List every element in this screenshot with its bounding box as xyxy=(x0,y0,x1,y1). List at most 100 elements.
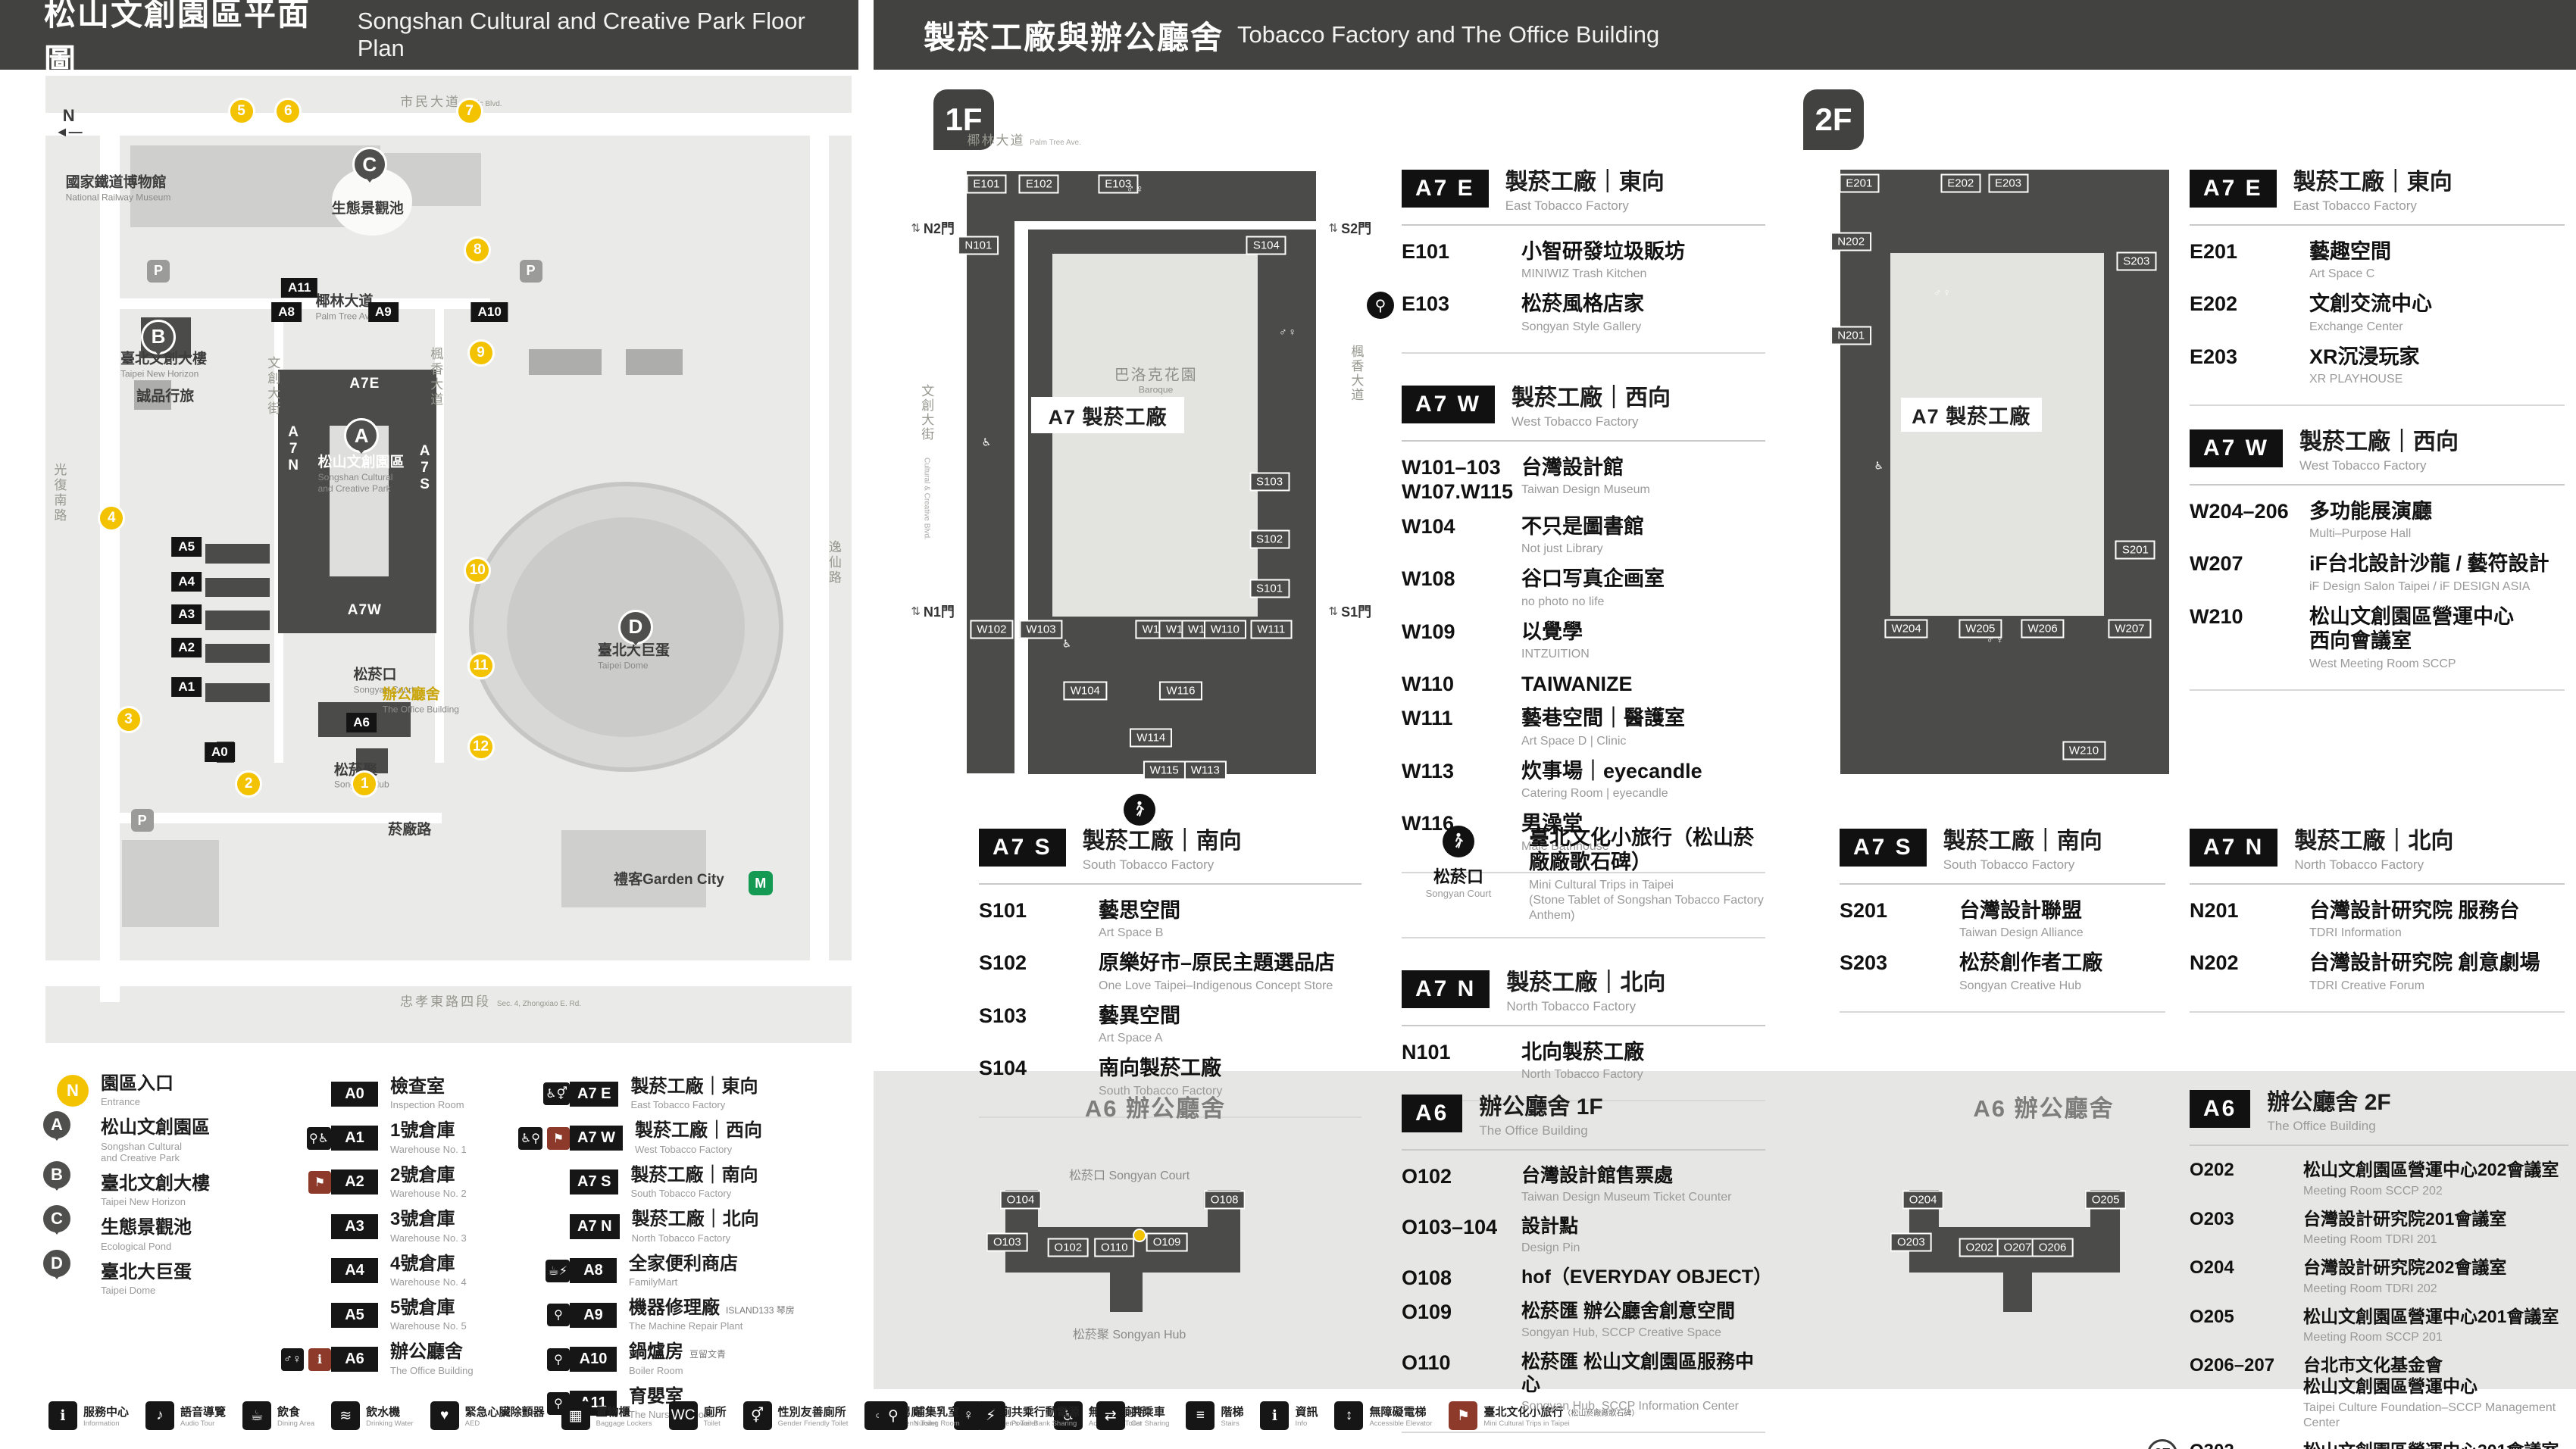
street-label: 文創大街 xyxy=(263,356,282,417)
place-label: 松山文創園區 Songshan Cultural and Creative Pa… xyxy=(318,454,405,495)
gate-label: ⇅S2門 xyxy=(1328,221,1372,237)
compass-arrow-icon: ◄— xyxy=(55,124,83,140)
room-code: O110 xyxy=(1402,1351,1451,1375)
warehouse-1-building xyxy=(205,682,270,703)
facility-item: WC 廁所 Toilet xyxy=(668,1401,727,1430)
legend-area-row: A 松山文創園區 Songshan Cultural and Creative … xyxy=(41,1109,307,1163)
legend-icon-gutter: ☕⚡ xyxy=(500,1259,570,1282)
legend-zh: 機器修理廠 xyxy=(629,1297,720,1318)
legend-building-row: ⚲ A10 鍋爐房豆留文青 Boiler Room xyxy=(500,1342,833,1376)
building-code-badge: A8 xyxy=(570,1258,617,1284)
facility-en: Toilet xyxy=(703,1419,721,1428)
map-label-box-1 xyxy=(529,349,602,375)
room-code: W110 xyxy=(1402,672,1455,695)
room-name-en: TDRI Information xyxy=(2309,926,2402,940)
facility-item: ℹ 服務中心 Information xyxy=(48,1401,129,1430)
facility-zh: 資訊 xyxy=(1295,1406,1318,1419)
street-label-zh: 忠孝東路四段 xyxy=(400,995,492,1010)
right-header: 製菸工廠與辦公廳舍 Tobacco Factory and The Office… xyxy=(874,0,2576,70)
room-name-zh: 台灣設計聯盟 xyxy=(1959,899,2082,922)
plan-room: W114 xyxy=(1130,728,1173,748)
facility-zh: 飲食 xyxy=(277,1406,301,1419)
left-title-zh: 松山文創園區平面圖 xyxy=(44,0,311,78)
section-2f-a7n: A7 N 製菸工廠｜北向 North Tobacco Factory N201 … xyxy=(2190,822,2565,1013)
facility-item: ℹ 資訊 Info xyxy=(1260,1401,1318,1430)
plan-room: E103 xyxy=(1098,174,1139,194)
place-label: 菸廠路 xyxy=(388,821,431,839)
left-header: 松山文創園區平面圖 Songshan Cultural and Creative… xyxy=(0,0,858,78)
a6-center-stub xyxy=(2002,1272,2033,1312)
legend-icon-gutter: ♿⚥ xyxy=(500,1082,570,1106)
legend-en: South Tobacco Factory xyxy=(630,1188,732,1200)
road-civic-blvd xyxy=(45,112,852,136)
room-name-en: Meeting Room SCCP 201 xyxy=(2303,1331,2443,1344)
plan-room: S104 xyxy=(1246,236,1286,255)
facility-item: ≋ 飲水機 Drinking Water xyxy=(331,1401,414,1430)
room-list-item: E203 XR沉浸玩家 XR PLAYHOUSE xyxy=(2190,345,2565,387)
section-title-zh: 製菸工廠｜西向 xyxy=(2299,429,2459,454)
legend-zh: 生態景觀池 xyxy=(101,1217,192,1238)
plan-room: N202 xyxy=(1830,232,1872,251)
facility-icon: ♿⚥ xyxy=(543,1082,570,1106)
legend-en: The Office Building xyxy=(390,1364,474,1376)
right-title-en: Tobacco Factory and The Office Building xyxy=(1237,21,1660,48)
room-code: O206–207 xyxy=(2190,1355,2275,1376)
facility-icon: ♥ xyxy=(430,1401,459,1430)
facility-en: Men's Toilet xyxy=(899,1419,938,1428)
section-a6-1f: A6 辦公廳舍 1F The Office Building O102 台灣設計… xyxy=(1402,1088,1772,1434)
toilet-icon: ♂♀ xyxy=(1279,326,1298,339)
room-code: S201 xyxy=(1840,899,1888,922)
place-label: 松菸口 Songyan Court xyxy=(353,667,414,696)
room-list-item: W108 谷口写真企画室 no photo no life xyxy=(1402,567,1765,609)
room-list-item: W109 以覺學 INTZUITION xyxy=(1402,620,1765,662)
room-name-en: Songyan Hub, SCCP Information Center xyxy=(1521,1400,1739,1413)
street-cultural-creative-blvd: 文創大街 Cultural & Creative Blvd. xyxy=(919,383,934,540)
street-label: 光復南路 xyxy=(49,463,68,523)
building-code-badge: A2 xyxy=(331,1170,378,1195)
legend-zh: 2號倉庫 xyxy=(390,1164,455,1185)
facility-en: Car Sharing xyxy=(1130,1419,1170,1428)
facility-item: ↕ 無障礙電梯 Accessible Elevator xyxy=(1334,1401,1432,1430)
place-label-zh: 禮客Garden City xyxy=(614,872,724,888)
street-label: 逸仙路 xyxy=(824,540,843,586)
room-name-zh: 藝趣空間 xyxy=(2309,240,2391,263)
room-list-item: S103 藝異空間 Art Space A xyxy=(979,1004,1361,1046)
legend-building-row: ☕⚡ A8 全家便利商店 FamilyMart xyxy=(500,1254,833,1288)
room-name-zh: 藝思空間 xyxy=(1099,899,1180,922)
court-title-en: Songyan Court xyxy=(1425,888,1492,899)
room-name-en: Taiwan Design Museum Ticket Counter xyxy=(1521,1191,1732,1204)
legend-icon-gutter: ♂♀ ℹ xyxy=(261,1348,331,1371)
room-name-zh: XR沉浸玩家 xyxy=(2309,345,2420,368)
room-name-en: Not just Library xyxy=(1521,542,1603,556)
facility-zh: 無障礙電梯 xyxy=(1369,1406,1427,1419)
facility-icon: ⚲ xyxy=(879,1401,908,1430)
area-pin: A xyxy=(344,418,380,454)
room-name-zh: 松山文創園區營運中心301會議室 xyxy=(2303,1441,2568,1449)
room-list-item: W111 藝巷空間｜醫護室 Art Space D | Clinic xyxy=(1402,706,1765,748)
room-list-item: O109 松菸匯 辦公廳舍創意空間 Songyan Hub, SCCP Crea… xyxy=(1402,1300,1765,1341)
section-code-badge: A7 N xyxy=(2190,828,2278,867)
room-code: O103–104 xyxy=(1402,1216,1498,1238)
room-name-en: Catering Room | eyecandle xyxy=(1521,787,1668,801)
room-name-en: Art Space A xyxy=(1099,1032,1163,1045)
legend-area-row: B 臺北文創大樓 Taipei New Horizon xyxy=(41,1158,307,1207)
entrance-number-marker: 5 xyxy=(227,98,255,126)
legend-zh: 製菸工廠｜南向 xyxy=(630,1164,758,1185)
gate-label: ⇅N2門 xyxy=(911,221,955,237)
road-zhongxiao xyxy=(45,960,852,986)
street-label: 楓香大道 xyxy=(426,347,445,408)
place-label-zh: 辦公廳舍 xyxy=(382,686,440,703)
room-name-zh: 台灣設計館 xyxy=(1521,456,1624,479)
gate-arrow-icon: ⇅ xyxy=(1328,222,1339,236)
room-list-item: S101 藝思空間 Art Space B xyxy=(979,898,1361,941)
road-yixian xyxy=(809,112,830,983)
facility-item: ⇄ 共乘車 Car Sharing xyxy=(1096,1401,1170,1430)
road-yanchang xyxy=(119,813,442,824)
entrance-number-marker: 8 xyxy=(464,236,492,264)
facility-item: ≡ 階梯 Stairs xyxy=(1186,1401,1243,1430)
room-name-en: Multi–Purpose Hall xyxy=(2309,527,2412,541)
a6-plan-title: A6 辦公廳舍 xyxy=(1084,1095,1227,1122)
a6-center-stub xyxy=(1109,1272,1143,1312)
a7-wing-label: A7E xyxy=(349,376,380,392)
area-pin-icon: D xyxy=(41,1247,73,1279)
